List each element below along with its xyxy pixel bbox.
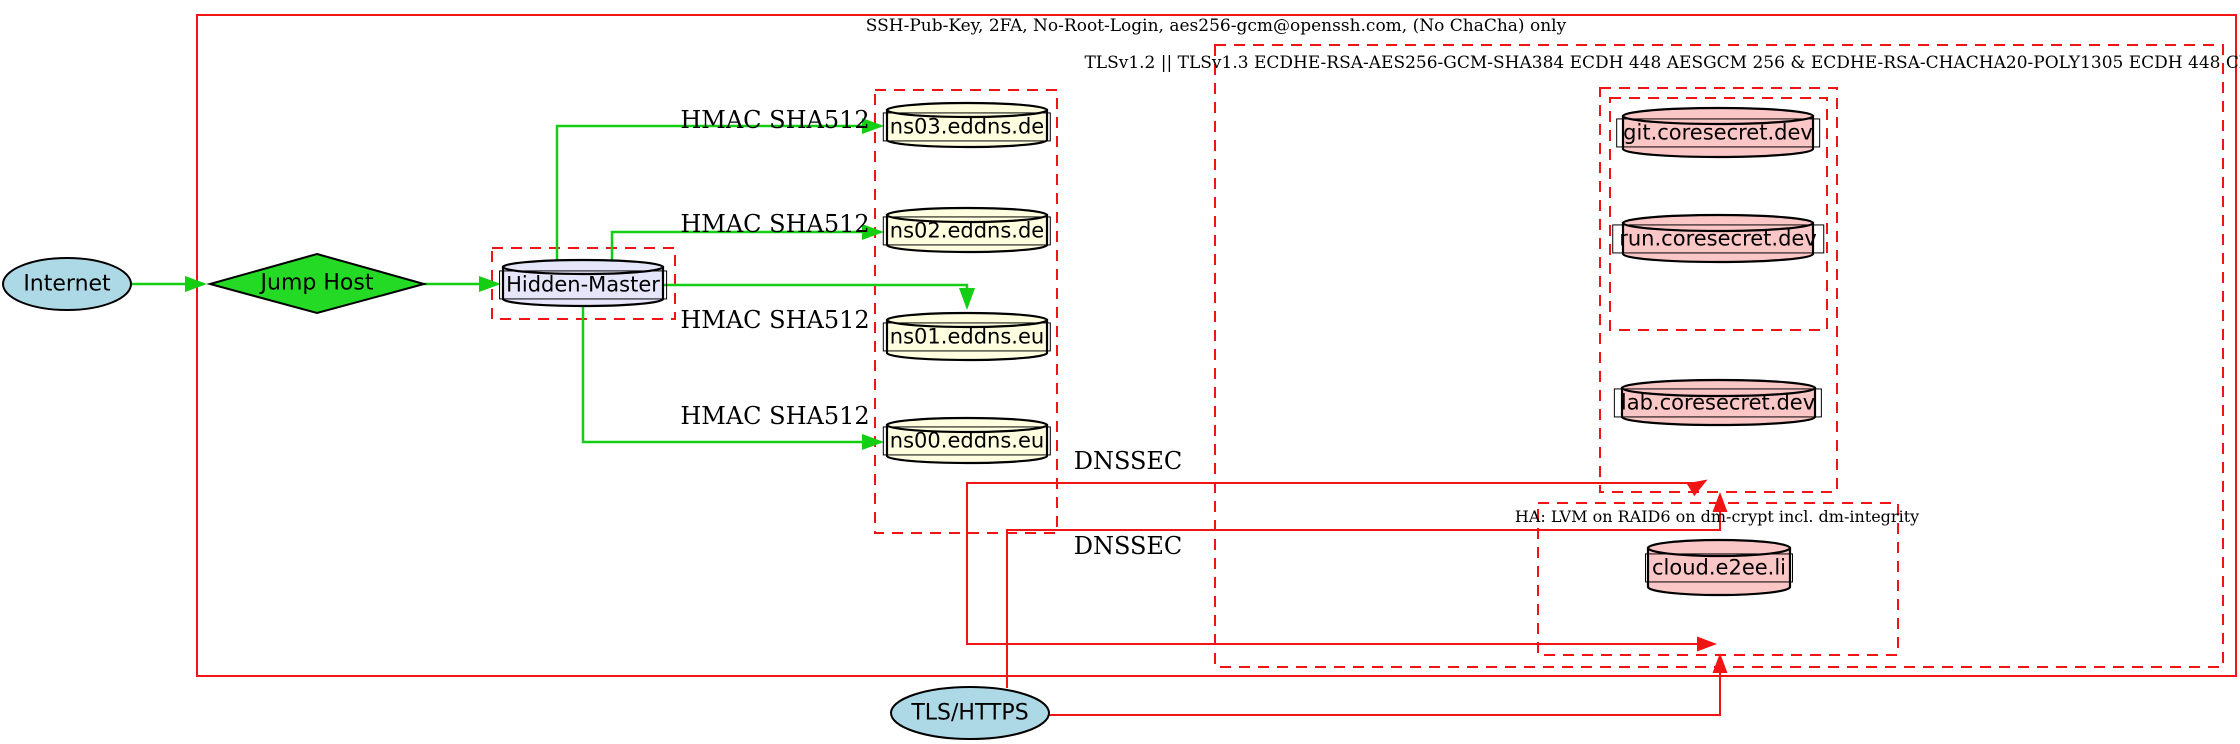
edge-hiddenmaster-to-ns00-line (581, 307, 884, 450)
hmac-edge-label-ns02: HMAC SHA512 (680, 210, 870, 239)
ns01-node-label: ns01.eddns.eu (882, 322, 1052, 352)
ns01-node-shape (885, 311, 1049, 362)
hidden-master-node-label: Hidden-Master (499, 270, 667, 300)
run-node-label: run.coresecret.dev (1612, 224, 1824, 254)
dnssec-edge-label-upper: DNSSEC (1073, 447, 1183, 476)
internet-node-label: Internet (23, 271, 111, 297)
coresecret-inner-cluster-box (1609, 97, 1828, 331)
edge-hiddenmaster-to-ns03-line (555, 118, 884, 261)
lab-node-shape (1620, 378, 1817, 427)
hmac-edge-label-ns03: HMAC SHA512 (680, 106, 870, 135)
ns00-node-label: ns00.eddns.eu (882, 426, 1052, 456)
ssh-cluster-label: SSH-Pub-Key, 2FA, No-Root-Login, aes256-… (865, 16, 1567, 37)
edge-hiddenmaster-to-ns01-line (663, 283, 975, 310)
internet-node-shape (2, 257, 132, 311)
tls-https-node-label: TLS/HTTPS (911, 700, 1029, 726)
edge-dnssec-loop-line (966, 482, 1717, 652)
tls-cluster-label: TLSv1.2 || TLSv1.3 ECDHE-RSA-AES256-GCM-… (1084, 53, 2240, 74)
cloud-node-label: cloud.e2ee.li (1644, 553, 1794, 583)
edge-hiddenmaster-to-ns02-line (610, 224, 884, 261)
git-node-label: git.coresecret.dev (1616, 118, 1820, 148)
dnssec-edge-label-lower: DNSSEC (1073, 532, 1183, 561)
lab-node-label: lab.coresecret.dev (1613, 388, 1823, 418)
cloud-node-shape (1646, 538, 1792, 597)
edge-tls-to-coresecret-line (1006, 492, 1728, 688)
coresecret-cluster-box (1599, 87, 1838, 493)
tls-https-node-shape (890, 686, 1050, 740)
ha-cluster-label: HA: LVM on RAID6 on dm-crypt incl. dm-in… (1514, 506, 1920, 526)
edge-dnssec-arrow-into-coresecret (1686, 479, 1708, 497)
ns03-node-shape (885, 101, 1049, 149)
run-node-shape (1621, 213, 1815, 264)
hmac-edge-label-ns00: HMAC SHA512 (680, 402, 870, 431)
ns03-node-label: ns03.eddns.de (882, 112, 1052, 142)
ns02-node-label: ns02.eddns.de (882, 216, 1052, 246)
jump-host-node-shape (206, 252, 428, 315)
ssh-security-cluster-box (196, 14, 2237, 677)
jump-host-node-label: Jump Host (260, 270, 374, 296)
ns00-node-shape (885, 416, 1049, 465)
hmac-edge-label-ns01: HMAC SHA512 (680, 306, 870, 335)
edge-tls-to-ha-line (1049, 653, 1728, 716)
dns-cluster-box (874, 89, 1058, 534)
ns02-node-shape (885, 206, 1049, 254)
